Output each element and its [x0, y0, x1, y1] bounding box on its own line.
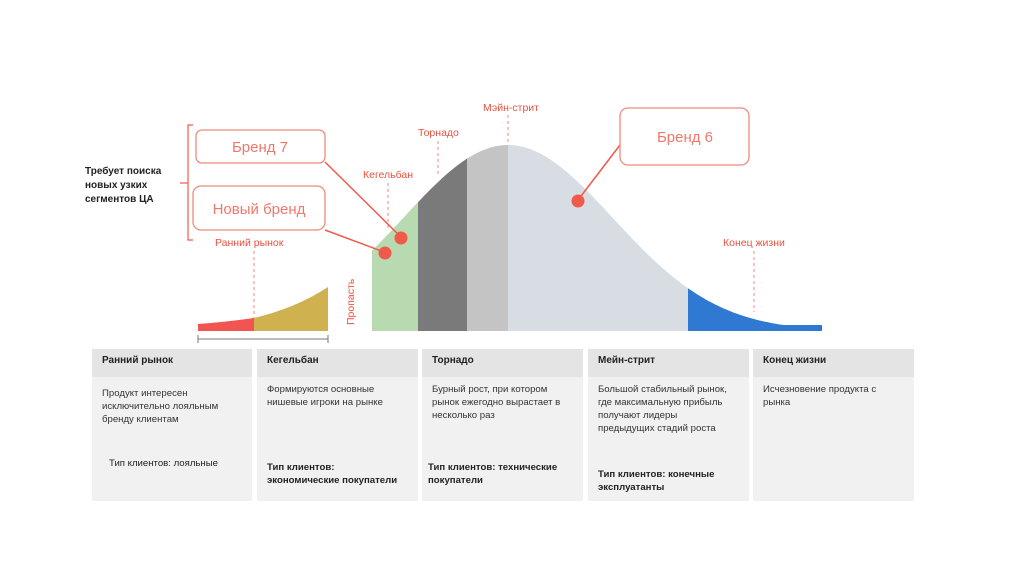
client-type: Тип клиентов: экономические покупатели: [267, 461, 410, 487]
requirement-line-2: новых узких: [85, 180, 148, 191]
client-type: Тип клиентов: технические покупатели: [428, 461, 575, 487]
stage-title: Мейн-стрит: [588, 349, 749, 377]
stage-description: Большой стабильный рынок, где максимальн…: [598, 383, 741, 435]
requirement-line-3: сегментов ЦА: [85, 194, 154, 205]
stage-body: Формируются основные нишевые игроки на р…: [257, 377, 418, 501]
brand7-connector: [324, 161, 402, 238]
stage-title: Кегельбан: [257, 349, 418, 377]
new-brand-connector: [324, 229, 385, 253]
bowling-alley-label: Кегельбан: [363, 169, 413, 181]
early-market-label: Ранний рынок: [215, 237, 284, 249]
stage-body: Исчезновение продукта с рынка: [753, 377, 914, 501]
early-market-gold-area: [254, 287, 328, 331]
brand7-box: [195, 129, 326, 164]
description-line: Исчезновение продукта с: [763, 384, 877, 395]
stage-body: Продукт интересен исключительно лояльным…: [92, 377, 252, 501]
stage-description: Бурный рост, при котором рынок ежегодно …: [432, 383, 575, 422]
client-type: Тип клиентов: конечные эксплуатанты: [598, 468, 741, 494]
main-street-label: Мэйн-стрит: [483, 102, 539, 114]
description-line: Продукт интересен: [102, 388, 188, 399]
new-brand-dot: [378, 246, 392, 260]
description-line: где максимальную прибыль: [598, 397, 723, 408]
stage-description: Продукт интересен исключительно лояльным…: [102, 387, 244, 426]
description-line: получают лидеры: [598, 410, 678, 421]
stage-body: Бурный рост, при котором рынок ежегодно …: [422, 377, 583, 501]
stage-column-end-of-life: Конец жизни Исчезновение продукта с рынк…: [753, 349, 914, 501]
brand7-text: Бренд 7: [232, 139, 288, 156]
client-type-line: Тип клиентов:: [267, 462, 335, 473]
stage-description: Формируются основные нишевые игроки на р…: [267, 383, 410, 409]
description-line: нишевые игроки на рынке: [267, 397, 383, 408]
stage-column-early-market: Ранний рынок Продукт интересен исключите…: [92, 349, 252, 501]
stage-column-main-street: Мейн-стрит Большой стабильный рынок, где…: [588, 349, 749, 501]
client-type-line: эксплуатанты: [598, 482, 665, 493]
brand6-box: [619, 107, 750, 166]
description-line: предыдущих стадий роста: [598, 423, 716, 434]
stage-title: Конец жизни: [753, 349, 914, 377]
description-line: бренду клиентам: [102, 414, 179, 425]
client-type-line: Тип клиентов: лояльные: [109, 458, 218, 469]
description-line: рынка: [763, 397, 791, 408]
stage-body: Большой стабильный рынок, где максимальн…: [588, 377, 749, 501]
brand6-connector: [577, 144, 621, 201]
tornado-label: Торнадо: [418, 127, 459, 139]
client-type-line: покупатели: [428, 475, 483, 486]
stage-title: Торнадо: [422, 349, 583, 377]
description-line: рынок ежегодно вырастает в: [432, 397, 561, 408]
segment-bracket: [187, 124, 193, 241]
end-of-life-area: [688, 288, 822, 331]
description-line: Большой стабильный рынок,: [598, 384, 727, 395]
stage-description: Исчезновение продукта с рынка: [763, 383, 906, 409]
stage-column-tornado: Торнадо Бурный рост, при котором рынок е…: [422, 349, 583, 501]
stage-title: Ранний рынок: [92, 349, 252, 377]
end-of-life-label: Конец жизни: [723, 237, 785, 249]
stage-column-bowling-alley: Кегельбан Формируются основные нишевые и…: [257, 349, 418, 501]
client-type-line: Тип клиентов: технические: [428, 462, 558, 473]
new-brand-box: [192, 185, 326, 231]
client-type-line: Тип клиентов: конечные: [598, 469, 715, 480]
early-market-red-area: [198, 318, 254, 331]
description-line: Бурный рост, при котором: [432, 384, 548, 395]
brand6-dot: [571, 194, 585, 208]
bowling-alley-area: [372, 201, 419, 331]
brand6-text: Бренд 6: [657, 129, 713, 146]
requirement-line-1: Требует поиска: [85, 165, 162, 177]
brand7-dot: [394, 231, 408, 245]
chasm-label: Пропасть: [345, 278, 357, 325]
tornado-dark-area: [418, 158, 468, 331]
description-line: Формируются основные: [267, 384, 375, 395]
tornado-light-area: [467, 145, 509, 331]
main-street-area: [508, 145, 689, 331]
new-brand-text: Новый бренд: [213, 201, 306, 218]
description-line: исключительно лояльным: [102, 401, 219, 412]
client-type: Тип клиентов: лояльные: [109, 457, 244, 470]
description-line: несколько раз: [432, 410, 495, 421]
client-type-line: экономические покупатели: [267, 475, 398, 486]
